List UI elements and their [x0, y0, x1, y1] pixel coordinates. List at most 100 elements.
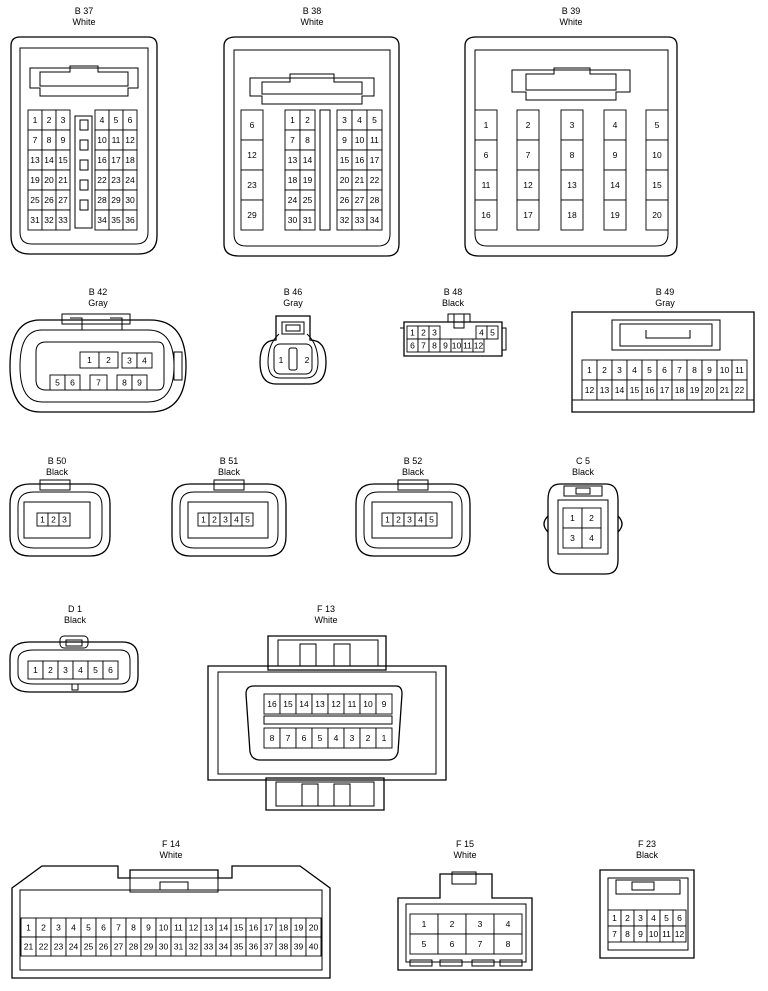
connector-code: D 1 [67, 604, 82, 614]
pin-2: 2 [47, 512, 60, 527]
connector-code: F 23 [637, 839, 656, 849]
pin-7: 7 [89, 374, 108, 391]
connector-code: B 50 [47, 456, 67, 466]
connector-code: B 38 [302, 6, 322, 16]
pin-29: 29 [140, 936, 157, 957]
svg-text:28: 28 [370, 195, 380, 205]
svg-text:1: 1 [385, 515, 390, 525]
svg-text:1: 1 [382, 733, 387, 743]
pin-2: 2 [596, 359, 613, 381]
pin-2: 2 [437, 913, 467, 935]
connector-code: B 39 [561, 6, 581, 16]
svg-text:15: 15 [630, 385, 640, 395]
svg-text:11: 11 [112, 135, 121, 145]
svg-text:32: 32 [340, 215, 350, 225]
svg-text:38: 38 [279, 942, 289, 952]
pin-24: 24 [65, 936, 82, 957]
svg-text:6: 6 [677, 913, 682, 923]
svg-text:1: 1 [279, 355, 284, 365]
pin-33: 33 [200, 936, 217, 957]
pin-31: 31 [299, 209, 316, 231]
svg-text:5: 5 [245, 515, 250, 525]
svg-text:14: 14 [219, 923, 229, 933]
svg-text:9: 9 [137, 378, 142, 388]
svg-text:4: 4 [418, 515, 423, 525]
pin-38: 38 [275, 936, 292, 957]
pin-22: 22 [731, 379, 748, 401]
pin-30: 30 [284, 209, 301, 231]
pin-5: 5 [659, 909, 674, 927]
svg-text:33: 33 [58, 215, 68, 225]
pin-11: 11 [366, 129, 383, 151]
pin-3: 3 [50, 917, 67, 938]
svg-text:7: 7 [96, 378, 101, 388]
svg-text:8: 8 [305, 135, 310, 145]
svg-text:3: 3 [223, 515, 228, 525]
connector-code: B 52 [403, 456, 423, 466]
svg-text:28: 28 [129, 942, 139, 952]
pin-12: 12 [327, 693, 345, 715]
svg-text:32: 32 [189, 942, 199, 952]
svg-text:13: 13 [288, 155, 298, 165]
svg-text:10: 10 [159, 923, 169, 933]
pin-10: 10 [155, 917, 172, 938]
svg-text:3: 3 [56, 923, 61, 933]
connector-b49-header: B 49 Gray [640, 287, 690, 309]
pin-13: 13 [560, 169, 584, 201]
pin-16: 16 [474, 199, 498, 231]
connector-color: Black [63, 615, 86, 625]
pin-3: 3 [428, 325, 441, 340]
pin-3: 3 [633, 909, 648, 927]
pin-17: 17 [516, 199, 540, 231]
connector-color: Gray [88, 298, 108, 308]
pin-3: 3 [58, 512, 71, 527]
svg-text:19: 19 [294, 923, 304, 933]
pin-8: 8 [299, 129, 316, 151]
svg-text:5: 5 [114, 115, 119, 125]
connector-code: B 49 [655, 287, 675, 297]
pin-14: 14 [299, 149, 316, 171]
svg-text:21: 21 [24, 942, 34, 952]
svg-text:11: 11 [482, 180, 491, 190]
pin-3: 3 [343, 727, 361, 749]
svg-text:4: 4 [357, 115, 362, 125]
svg-text:3: 3 [350, 733, 355, 743]
svg-text:31: 31 [174, 942, 184, 952]
pin-19: 19 [27, 169, 43, 191]
pin-13: 13 [311, 693, 329, 715]
svg-text:10: 10 [452, 341, 462, 351]
svg-text:1: 1 [587, 365, 592, 375]
pin-6: 6 [295, 727, 313, 749]
pin-9: 9 [701, 359, 718, 381]
pin-1: 1 [197, 512, 210, 527]
pin-25: 25 [80, 936, 97, 957]
pin-16: 16 [351, 149, 368, 171]
svg-text:8: 8 [131, 923, 136, 933]
svg-text:8: 8 [692, 365, 697, 375]
pin-1: 1 [409, 913, 439, 935]
connector-color: Black [635, 850, 658, 860]
pin-20: 20 [41, 169, 57, 191]
pin-5: 5 [645, 109, 669, 141]
pin-21: 21 [716, 379, 733, 401]
svg-text:34: 34 [219, 942, 229, 952]
svg-text:2: 2 [421, 328, 426, 338]
svg-text:7: 7 [526, 150, 531, 160]
pin-31: 31 [27, 209, 43, 231]
svg-text:3: 3 [570, 120, 575, 130]
pin-5: 5 [409, 933, 439, 955]
svg-text:29: 29 [111, 195, 121, 205]
svg-text:1: 1 [26, 923, 31, 933]
pin-16: 16 [263, 693, 281, 715]
connector-d1-header: D 1 Black [50, 604, 100, 626]
svg-text:2: 2 [41, 923, 46, 933]
connector-color: Gray [283, 298, 303, 308]
pin-10: 10 [450, 338, 463, 353]
svg-text:12: 12 [675, 929, 685, 939]
pin-32: 32 [336, 209, 353, 231]
pin-8: 8 [686, 359, 703, 381]
pin-23: 23 [240, 169, 264, 201]
